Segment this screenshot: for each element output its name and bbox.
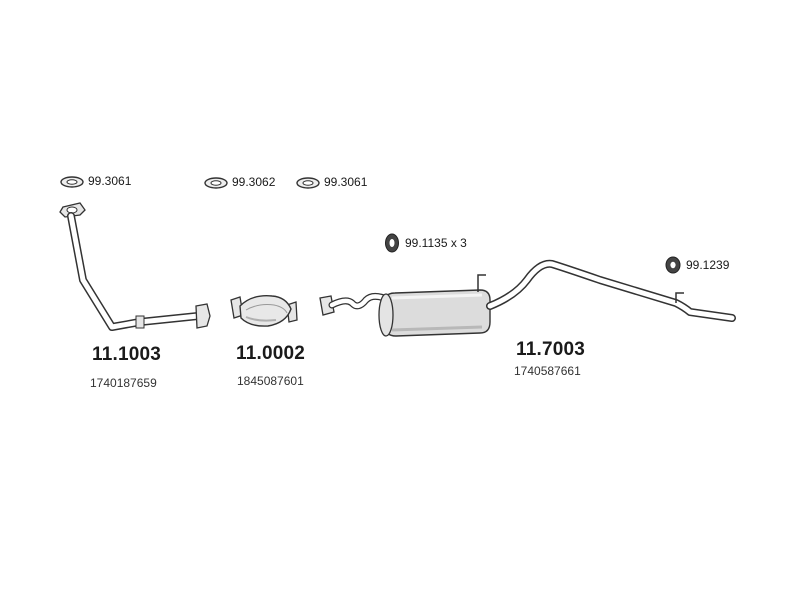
oem-number: 1740187659 xyxy=(90,376,157,390)
part-number: 11.0002 xyxy=(236,343,306,364)
gasket-label: 99.3061 xyxy=(324,175,368,189)
rear-silencer-drawing xyxy=(319,259,736,337)
part-number: 11.7003 xyxy=(516,339,586,360)
hanger-label: 99.1135 x 3 xyxy=(405,236,467,250)
gasket-label: 99.3061 xyxy=(88,174,132,188)
gasket-icon xyxy=(60,176,84,188)
oem-number: 1845087601 xyxy=(237,374,304,388)
part-number: 11.1003 xyxy=(92,344,162,365)
oem-number: 1740587661 xyxy=(514,364,581,378)
catalytic-converter-drawing xyxy=(230,295,298,327)
gasket-icon xyxy=(204,177,228,189)
rubber-hanger-icon xyxy=(665,256,681,274)
rubber-hanger-icon xyxy=(385,233,399,253)
front-pipe-drawing xyxy=(59,202,211,331)
hanger-label: 99.1239 xyxy=(686,258,730,272)
gasket-label: 99.3062 xyxy=(232,175,276,189)
gasket-icon xyxy=(296,177,320,189)
